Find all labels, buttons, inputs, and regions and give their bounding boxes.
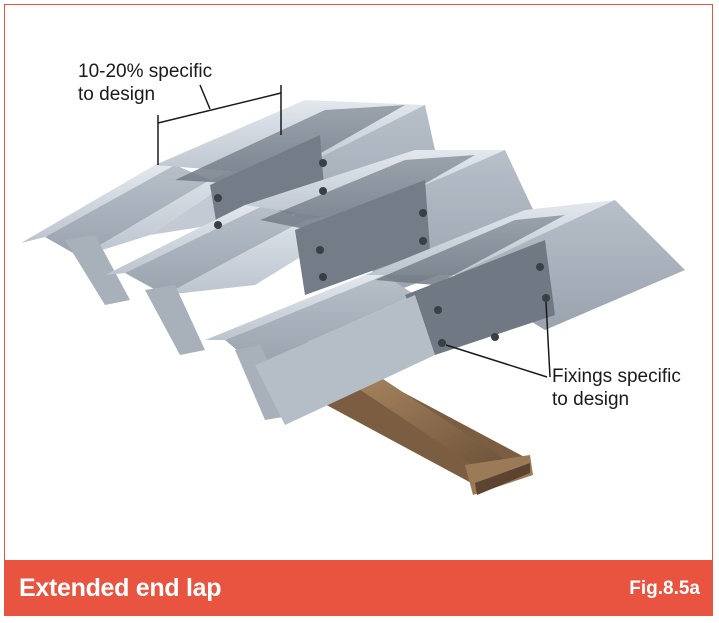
fixings-label-line2: to design — [552, 389, 630, 410]
fixings-leader-lines — [445, 301, 551, 378]
caption-title: Extended end lap — [19, 574, 222, 602]
lap-dimension-line — [157, 84, 282, 165]
deck-sheet-middle — [105, 150, 545, 355]
lap-length-label-line2: to design — [78, 84, 156, 105]
fixing-bolts — [214, 159, 550, 347]
lap-length-label: 10-20% specific to design — [78, 60, 212, 106]
lap-length-label-line1: 10-20% specific — [78, 61, 213, 82]
roof-deck-illustration — [21, 84, 685, 495]
deck-sheet-front — [205, 200, 685, 425]
caption-bar: Extended end lap Fig.8.5a — [5, 560, 712, 615]
figure-frame: 10-20% specific to design Fixings specif… — [4, 4, 713, 616]
fixings-label-line1: Fixings specific — [552, 366, 681, 387]
fixings-label: Fixings specific to design — [552, 365, 681, 411]
figure-number: Fig.8.5a — [629, 578, 700, 599]
